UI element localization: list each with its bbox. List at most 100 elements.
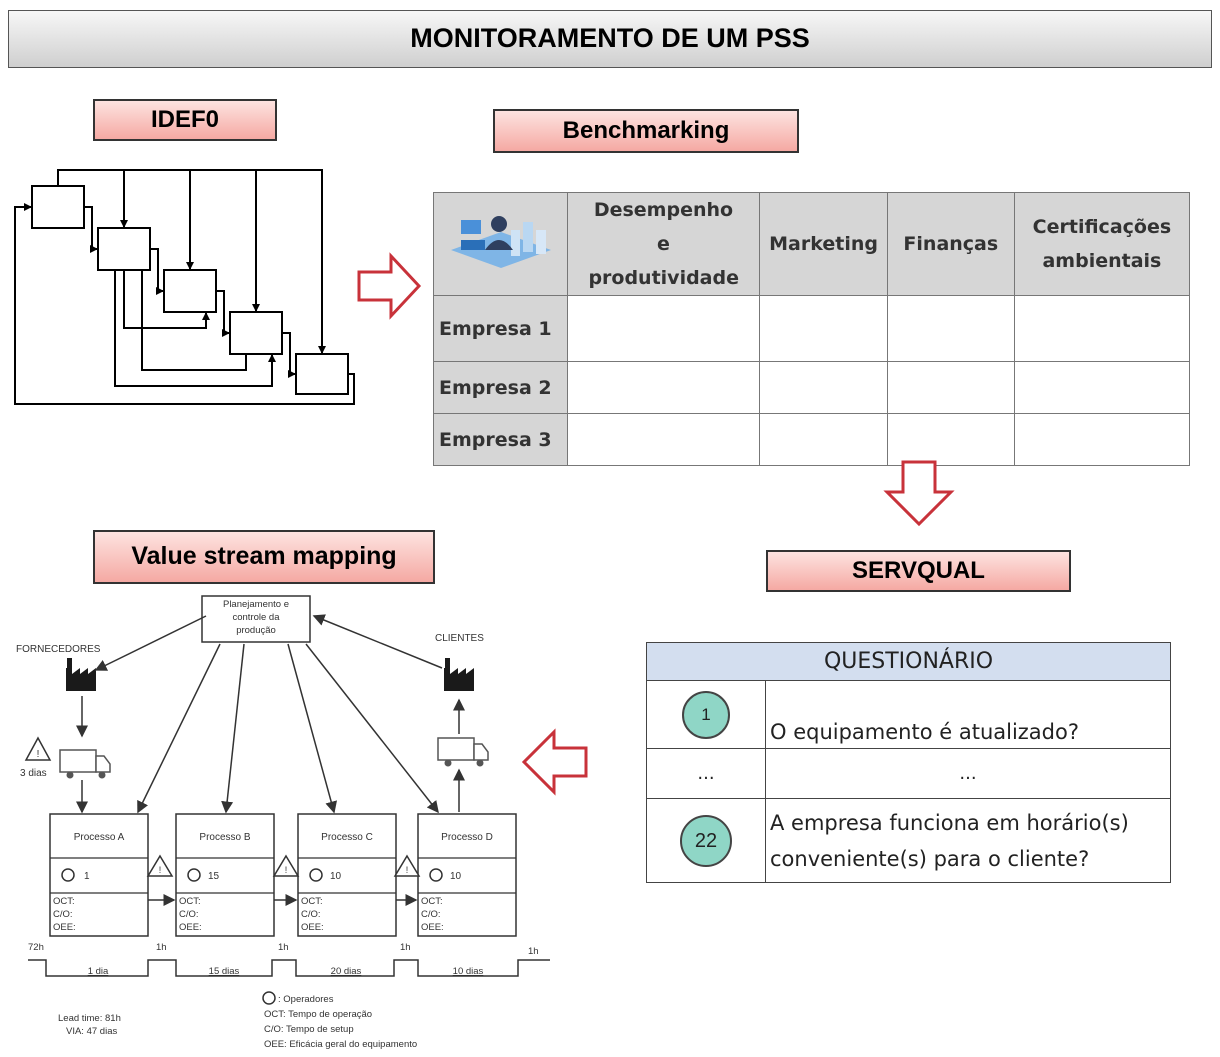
- operator-icon: [309, 868, 323, 882]
- question-text-line: A empresa funciona em horário(s): [770, 810, 1129, 835]
- table-row: Empresa 1: [433, 295, 1191, 362]
- operator-icon: [61, 868, 75, 882]
- table-cell: [1013, 413, 1191, 466]
- operator-icon: [429, 868, 443, 882]
- inventory-icon: [24, 736, 52, 761]
- table-cell: [1013, 295, 1191, 362]
- process-field: OCT:: [179, 896, 201, 907]
- table-cell: [566, 295, 761, 362]
- process-field: OCT:: [301, 896, 323, 907]
- servqual-label: SERVQUAL: [766, 550, 1071, 592]
- table-cell: [1013, 361, 1191, 414]
- question-number: 1: [682, 690, 730, 739]
- row-empresa-2: Empresa 2: [433, 361, 568, 414]
- inventory-icon: !: [393, 854, 421, 877]
- operator-icon: [262, 991, 276, 1005]
- timeline-bottom-label: 20 dias: [331, 966, 362, 977]
- process-operators: 10: [450, 871, 462, 882]
- page-title: MONITORAMENTO DE UM PSS: [8, 10, 1212, 68]
- col-financas: Finanças: [886, 192, 1015, 296]
- svg-text:!: !: [159, 865, 162, 875]
- timeline-top-label: 1h: [400, 942, 411, 953]
- timeline-bottom-label: 15 dias: [209, 966, 240, 977]
- lead-time: Lead time: 81h: [58, 1013, 121, 1024]
- process-field: C/O:: [301, 909, 321, 920]
- ellipsis-cell: ...: [646, 748, 766, 799]
- table-row: Empresa 3: [433, 413, 1191, 466]
- process-field: C/O:: [179, 909, 199, 920]
- table-cell: [759, 295, 888, 362]
- table-cell: [566, 413, 761, 466]
- table-cell: [759, 361, 888, 414]
- planning-label: produção: [236, 625, 276, 636]
- process-name: Processo C: [321, 832, 373, 843]
- timeline: [28, 959, 550, 977]
- process-operators: 10: [330, 871, 342, 882]
- arrow-down-icon: [883, 460, 955, 527]
- process-field: OEE:: [421, 922, 444, 933]
- vsm-label: Value stream mapping: [93, 530, 435, 584]
- process-box: Processo B 15 OCT: C/O: OEE:: [175, 813, 275, 937]
- servqual-questionnaire: QUESTIONÁRIO 1 O equipamento é atualizad…: [646, 642, 1171, 883]
- legend-item: C/O: Tempo de setup: [264, 1024, 354, 1035]
- inventory-icon: !: [146, 854, 174, 877]
- idef0-diagram: [14, 169, 355, 405]
- process-field: OEE:: [53, 922, 76, 933]
- arrow-right-icon: [357, 252, 422, 320]
- process-field: OCT:: [421, 896, 443, 907]
- inventory-icon: !: [272, 854, 300, 877]
- factory-icon: [444, 658, 474, 691]
- legend-item: OEE: Eficácia geral do equipamento: [264, 1039, 417, 1050]
- legend-item: : Operadores: [278, 994, 334, 1005]
- question-text-line: conveniente(s) para o cliente?: [770, 846, 1090, 871]
- timeline-bottom-label: 10 dias: [453, 966, 484, 977]
- table-row: Empresa 2: [433, 361, 1191, 414]
- planning-label: controle da: [232, 612, 280, 623]
- table-cell: [566, 361, 761, 414]
- process-box: Processo A 1 OCT: C/O: OEE:: [49, 813, 149, 937]
- process-name: Processo D: [441, 832, 493, 843]
- process-field: C/O:: [53, 909, 73, 920]
- row-empresa-3: Empresa 3: [433, 413, 568, 466]
- process-operators: 1: [84, 871, 90, 882]
- factory-icon: [66, 658, 96, 691]
- svg-text:!: !: [406, 865, 409, 875]
- timeline-bottom-label: 1 dia: [88, 966, 109, 977]
- question-row: 1 O equipamento é atualizado?: [646, 680, 1171, 749]
- table-cell: [886, 361, 1015, 414]
- questionnaire-header: QUESTIONÁRIO: [646, 642, 1171, 681]
- row-empresa-1: Empresa 1: [433, 295, 568, 362]
- benchmarking-label: Benchmarking: [493, 109, 799, 153]
- question-text: O equipamento é atualizado?: [765, 680, 1171, 749]
- operator-icon: [187, 868, 201, 882]
- col-certificacoes: Certificações ambientais: [1032, 216, 1172, 272]
- via-days: VIA: 47 dias: [66, 1026, 117, 1037]
- timeline-top-label: 72h: [28, 942, 44, 953]
- benchmarking-table: Desempenho e produtividade Marketing Fin…: [433, 192, 1191, 466]
- process-box: Processo C 10 OCT: C/O: OEE:: [297, 813, 397, 937]
- process-field: OEE:: [179, 922, 202, 933]
- timeline-top-label: 1h: [156, 942, 167, 953]
- col-marketing: Marketing: [759, 192, 888, 296]
- timeline-top-label: 1h: [528, 946, 539, 957]
- col-desempenho: Desempenho e produtividade: [588, 199, 739, 289]
- benchmark-image-cell: [433, 192, 568, 296]
- truck-icon: [59, 749, 111, 779]
- suppliers-label: FORNECEDORES: [16, 644, 101, 655]
- process-name: Processo A: [74, 832, 125, 843]
- process-field: C/O:: [421, 909, 441, 920]
- business-people-icon: [451, 215, 552, 268]
- question-row: 22 A empresa funciona em horário(s) conv…: [646, 798, 1171, 883]
- supplier-inventory-label: 3 dias: [20, 768, 47, 779]
- timeline-top-label: 1h: [278, 942, 289, 953]
- truck-icon: [437, 737, 489, 767]
- svg-text:!: !: [285, 865, 288, 875]
- question-number: 22: [680, 814, 732, 867]
- svg-text:!: !: [37, 749, 40, 760]
- legend-item: OCT: Tempo de operação: [264, 1009, 372, 1020]
- table-cell: [759, 413, 888, 466]
- process-box: Processo D 10 OCT: C/O: OEE:: [417, 813, 517, 937]
- arrow-left-icon: [521, 728, 588, 796]
- process-name: Processo B: [199, 832, 250, 843]
- planning-label: Planejamento e: [223, 599, 289, 610]
